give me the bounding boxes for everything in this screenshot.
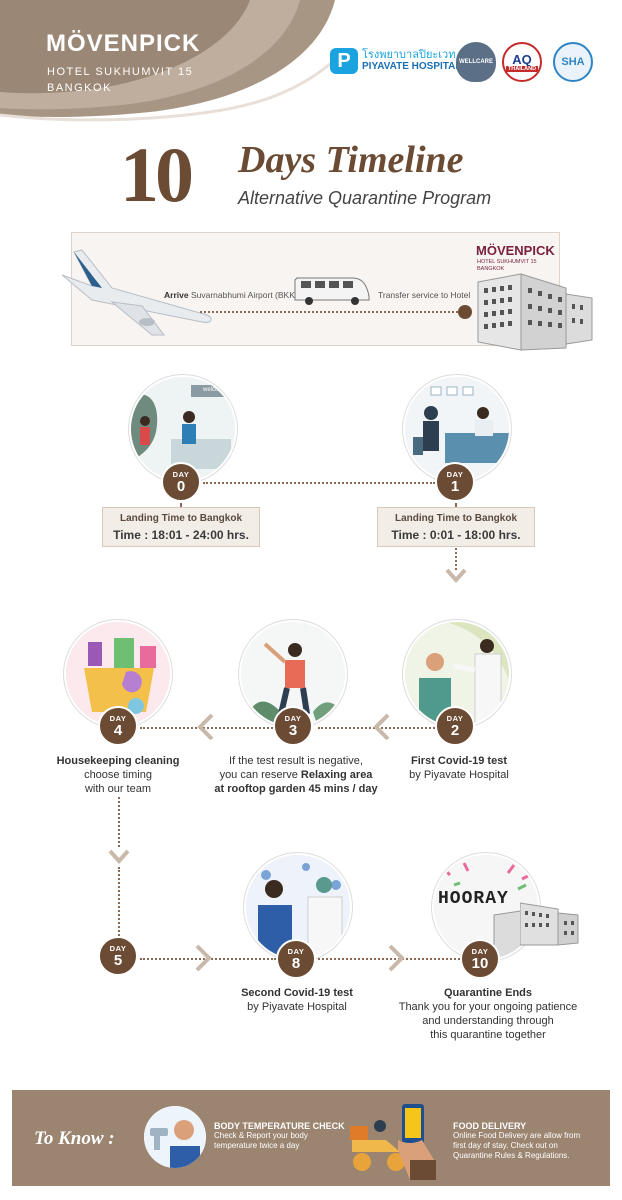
- day0-day1-dotted-line: [203, 482, 435, 484]
- wellcare-badge: WELLCARE: [456, 42, 496, 82]
- day2-caption: First Covid-19 test by Piyavate Hospital: [409, 755, 509, 781]
- chevron-down-icon: [445, 568, 467, 583]
- hospital-name-thai: โรงพยาบาลปิยะเวท: [362, 49, 456, 61]
- body-temp-title: BODY TEMPERATURE CHECK: [214, 1121, 345, 1131]
- chevron-left-icon: [197, 713, 214, 741]
- chevron-right-icon: [195, 944, 212, 972]
- day1-down-dotted-line: [455, 548, 457, 570]
- day2-badge: DAY 2: [435, 706, 475, 746]
- welcome-sign: welcome: [203, 387, 227, 393]
- hotel-logo-small-sub: HOTEL SUKHUMVIT 15 BANGKOK: [477, 259, 537, 272]
- transfer-van-icon: [294, 277, 370, 305]
- day1-badge: DAY 1: [435, 462, 475, 502]
- chevron-right-icon: [388, 944, 405, 972]
- day10-badge: DAY 10: [460, 939, 500, 979]
- day3-badge: DAY 3: [273, 706, 313, 746]
- airplane-icon: [61, 249, 212, 336]
- day10-caption: Quarantine Ends Thank you for your ongoi…: [398, 987, 578, 1041]
- day0-connector: [180, 503, 182, 507]
- arrive-text: Arrive Suvarnabhumi Airport (BKK): [164, 290, 298, 300]
- day0-badge: DAY 0: [161, 462, 201, 502]
- body-temp-text: Check & Report your body temperature twi…: [214, 1131, 308, 1150]
- aq-thailand-badge: AQ THAILAND: [502, 42, 542, 82]
- brand-line1: HOTEL SUKHUMVIT 15: [47, 66, 194, 78]
- sha-badge: SHA: [553, 42, 593, 82]
- day0-landing-time: Time : 18:01 - 24:00 hrs.: [113, 528, 249, 542]
- thermometer-check-icon: [144, 1106, 206, 1168]
- arrival-end-dot: [458, 305, 472, 319]
- arrival-dotted-line: [200, 311, 462, 313]
- to-know-label: To Know :: [34, 1128, 115, 1149]
- day5-badge: DAY 5: [98, 936, 138, 976]
- hotel-building-icon: [477, 273, 593, 351]
- hotel-logo-small: MÖVENPICK: [476, 243, 555, 258]
- brand-logo-text: MÖVENPICK: [46, 30, 201, 57]
- header-swoosh: [0, 0, 336, 122]
- day2-covid-test-illustration: [403, 620, 511, 728]
- day4-day5-dotted-line: [118, 867, 120, 936]
- day4-badge: DAY 4: [98, 706, 138, 746]
- brand-line2: BANGKOK: [47, 82, 112, 94]
- day0-landing-time-box: Landing Time to Bangkok Time : 18:01 - 2…: [102, 507, 260, 547]
- hooray-text: HOORAY: [438, 889, 509, 909]
- day1-landing-time: Time : 0:01 - 18:00 hrs.: [391, 528, 521, 542]
- hospital-name-en: PIYAVATE HOSPITAL: [362, 61, 462, 72]
- brand-subtitle: HOTEL SUKHUMVIT 15 BANGKOK: [47, 64, 193, 96]
- day3-caption: If the test result is negative, you can …: [214, 755, 378, 795]
- title-main: Days Timeline: [238, 139, 464, 181]
- to-know-footer: [12, 1090, 610, 1186]
- day8-caption: Second Covid-19 test by Piyavate Hospita…: [241, 987, 353, 1013]
- chevron-down-icon: [108, 849, 130, 864]
- transfer-text: Transfer service to Hotel: [378, 290, 471, 300]
- day1-connector: [455, 503, 457, 507]
- food-delivery-text: Online Food Delivery are allow from firs…: [453, 1131, 581, 1160]
- day0-landing-label: Landing Time to Bangkok: [119, 513, 243, 524]
- piyavate-hospital-logo: P โรงพยาบาลปิยะเวท PIYAVATE HOSPITAL: [330, 48, 461, 74]
- food-delivery-icon: [350, 1104, 436, 1180]
- day8-day10-dotted-line: [318, 958, 460, 960]
- day1-landing-time-box: Landing Time to Bangkok Time : 0:01 - 18…: [377, 507, 535, 547]
- title-number: 10: [120, 131, 194, 218]
- day1-landing-label: Landing Time to Bangkok: [394, 513, 518, 524]
- title-subtitle: Alternative Quarantine Program: [238, 188, 492, 208]
- food-delivery-title: FOOD DELIVERY: [453, 1121, 527, 1131]
- day4-caption: Housekeeping cleaning choose timing with…: [56, 755, 180, 795]
- hospital-p-icon: P: [330, 48, 358, 74]
- day3-day4-dotted-line: [140, 727, 273, 729]
- day4-down-dotted-line: [118, 797, 120, 847]
- chevron-left-icon: [373, 713, 390, 741]
- day8-badge: DAY 8: [276, 939, 316, 979]
- hotel-building-small-icon: [520, 902, 579, 946]
